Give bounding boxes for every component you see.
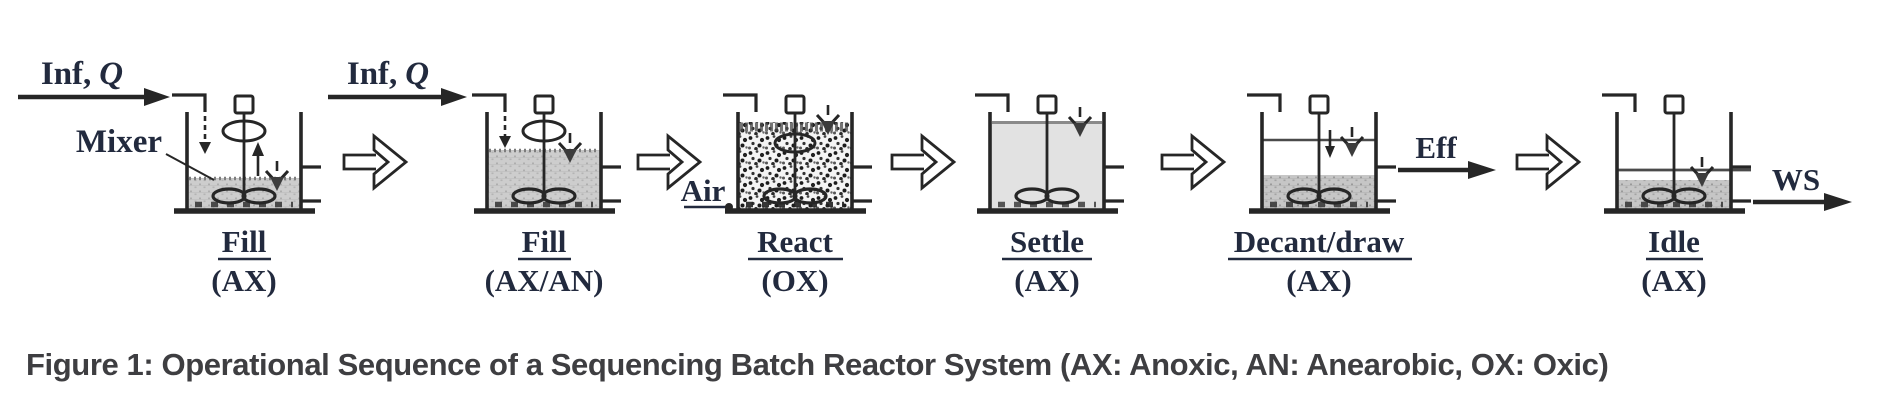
stage-idle-ax: WS Idle (AX) bbox=[1602, 95, 1852, 298]
stage-name: Fill bbox=[522, 224, 567, 259]
stage-mode: (AX) bbox=[1641, 263, 1706, 298]
stage-react-ox: Air React (OX) bbox=[681, 95, 872, 298]
sbr-sequence-diagram: Inf,Q Mixer Fill (AX) Inf,Q bbox=[18, 56, 1852, 298]
influent-label: Inf,Q bbox=[41, 56, 123, 92]
rotation-ellipse-icon bbox=[221, 119, 267, 143]
rotation-ellipse-icon bbox=[773, 132, 817, 154]
flow-up-arrow-icon bbox=[252, 142, 264, 176]
air-label: Air bbox=[681, 173, 726, 208]
sequence-arrow-icon bbox=[342, 134, 408, 190]
stage-decant-draw-ax: Eff Decant/draw (AX) bbox=[1228, 95, 1496, 298]
stage-mode: (AX) bbox=[1014, 263, 1079, 298]
stage-fill-ax: Inf,Q Mixer Fill (AX) bbox=[18, 56, 321, 298]
decant-down-arrow-icon bbox=[1325, 130, 1335, 158]
sequence-arrow-icon bbox=[1515, 134, 1581, 190]
stage-mode: (AX) bbox=[1286, 263, 1351, 298]
decanter-icon bbox=[1339, 125, 1365, 159]
influent-arrow-icon bbox=[18, 88, 170, 106]
stage-name: Fill bbox=[222, 224, 267, 259]
effluent-arrow-icon bbox=[1398, 161, 1496, 179]
influent-arrow-icon bbox=[328, 88, 467, 106]
figure-caption: Figure 1: Operational Sequence of a Sequ… bbox=[26, 347, 1609, 382]
effluent-label: Eff bbox=[1415, 130, 1457, 165]
inlet-dashed-arrow-icon bbox=[499, 116, 511, 148]
sequence-arrow-icon bbox=[1160, 134, 1226, 190]
mixer-leader-line bbox=[165, 153, 215, 181]
waste-sludge-label: WS bbox=[1772, 162, 1820, 197]
stage-settle-ax: Settle (AX) bbox=[975, 95, 1124, 298]
sequence-arrow-icon bbox=[890, 134, 956, 190]
stage-name: React bbox=[757, 224, 833, 259]
stage-name: Decant/draw bbox=[1234, 224, 1405, 259]
air-supply: Air bbox=[681, 173, 733, 211]
stage-name: Settle bbox=[1010, 224, 1084, 259]
waste-sludge-arrow-icon bbox=[1753, 193, 1852, 211]
stage-mode: (AX) bbox=[211, 263, 276, 298]
air-connector-icon bbox=[725, 203, 733, 211]
inlet-dashed-arrow-icon bbox=[199, 116, 211, 154]
stage-mode: (AX/AN) bbox=[485, 263, 604, 298]
stage-name: Idle bbox=[1648, 224, 1700, 259]
stage-fill-ax-an: Inf,Q Fill (AX/AN) bbox=[328, 56, 621, 298]
stage-mode: (OX) bbox=[761, 263, 828, 298]
mixer-label: Mixer bbox=[76, 124, 162, 160]
rotation-ellipse-icon bbox=[521, 119, 567, 143]
influent-label: Inf,Q bbox=[347, 56, 429, 92]
